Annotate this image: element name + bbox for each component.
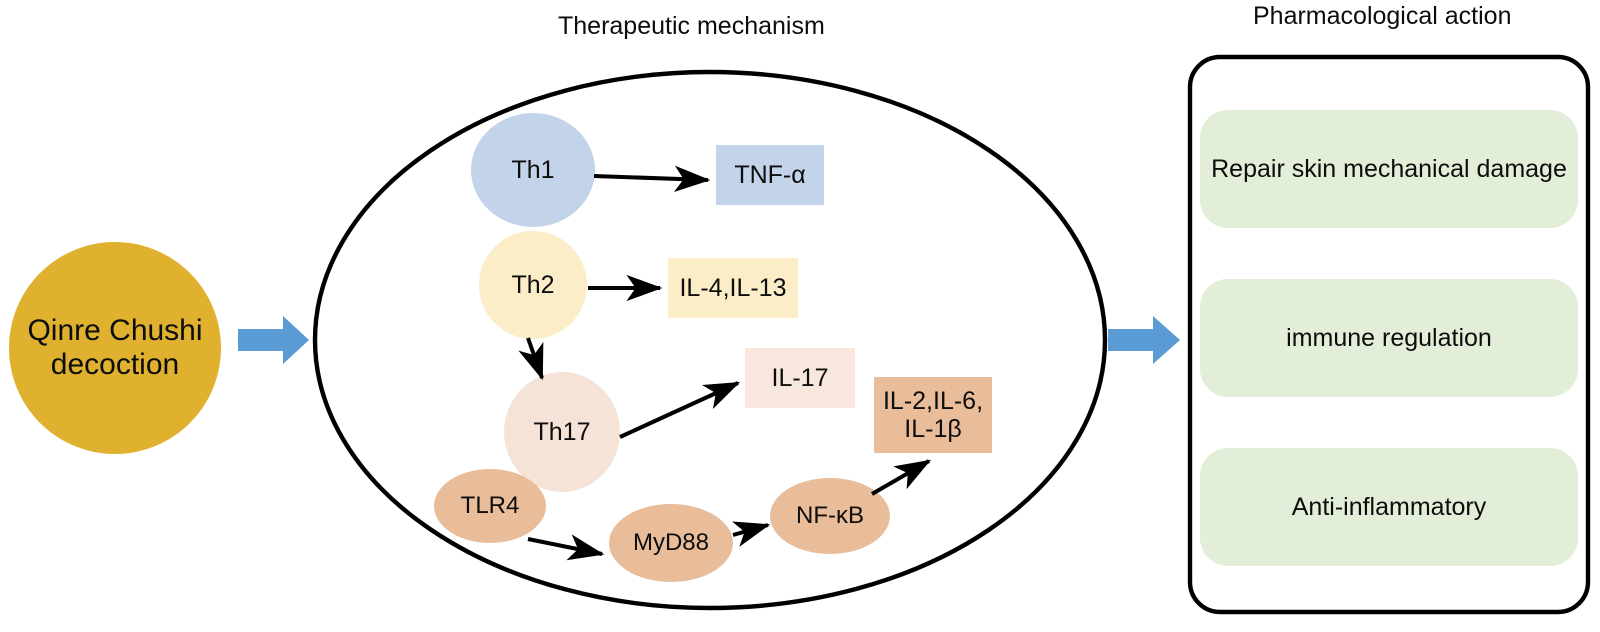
cytokine-box-il2-il6-il1b <box>874 377 992 453</box>
center-column-title: Therapeutic mechanism <box>558 12 825 40</box>
edge-th2-to-th17 <box>518 337 544 381</box>
edge-nfkb-to-il2 <box>870 459 932 496</box>
flow-arrow-drug-to-cell <box>238 316 309 364</box>
flow-arrow-cell-to-actions <box>1108 316 1180 364</box>
node-th1 <box>471 113 595 227</box>
right-column-title: Pharmacological action <box>1253 2 1512 30</box>
edge-th1-to-tnfa <box>593 165 711 193</box>
edge-th17-to-il17 <box>619 381 741 439</box>
edge-tlr4-to-myd88 <box>527 534 605 561</box>
action-chip-repair <box>1200 110 1578 228</box>
cytokine-box-il17 <box>745 348 855 408</box>
node-myd88 <box>609 504 733 582</box>
drug-circle <box>9 242 221 454</box>
node-nfkb <box>770 478 890 554</box>
cytokine-box-tnfa <box>716 145 824 205</box>
action-chip-antiinflammatory <box>1200 448 1578 566</box>
node-th2 <box>479 231 587 339</box>
cytokine-box-il4-il13 <box>668 258 798 318</box>
action-chip-immune <box>1200 279 1578 397</box>
edge-myd88-to-nfkb <box>732 521 771 547</box>
node-tlr4 <box>434 469 546 543</box>
node-th17 <box>504 372 620 492</box>
